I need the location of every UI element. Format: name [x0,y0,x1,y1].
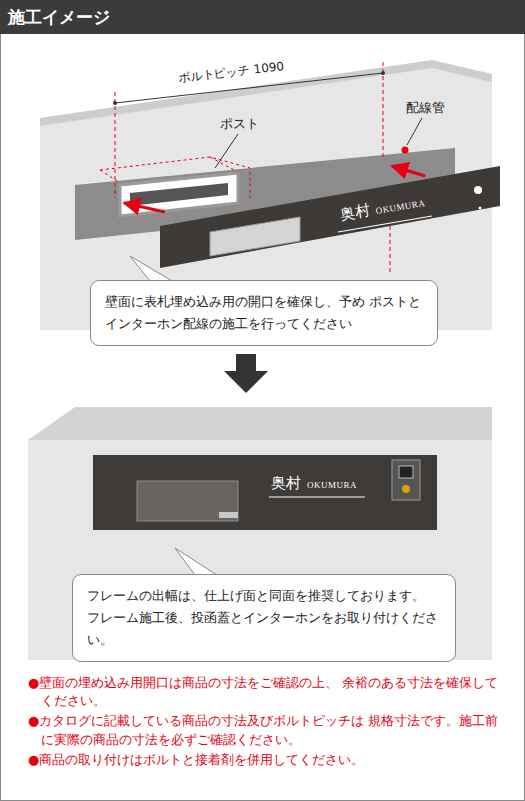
callout-box: フレームの出幅は、仕上げ面と同面を推奨しております。 フレーム施工後、投函蓋とイ… [72,574,456,662]
nameplate-body [93,455,437,530]
dimension-end [381,71,385,75]
mount-arrow [392,166,425,176]
post-lid [137,481,238,521]
post-lid-tab [219,512,238,518]
title-text: 施工イメージ [8,6,517,28]
name-row: 奥村 OKUMURA [271,474,357,493]
bolt-line [383,62,384,160]
dimension-end [113,101,117,105]
mount-arrow [124,203,165,212]
post [120,173,238,216]
leader-line [407,118,422,145]
intercom [392,460,420,500]
note-text: ●商品の取り付けはボルトと接着剤を併用してください。 [28,751,508,769]
title-band: 施工イメージ [0,0,525,34]
post-window [210,217,300,256]
name-underline [269,496,365,497]
callout-text: フレームの出幅は、仕上げ面と同面を推奨しております。 フレーム施工後、投函蓋とイ… [87,585,441,651]
wiring-pipe [402,147,409,154]
callout-tail [175,548,217,575]
post-hidden-outline [100,170,120,183]
name-roman: OKUMURA [307,480,357,490]
part-label: ポスト [220,116,259,133]
nameplate-shape [160,166,500,272]
dimension-label: ボルトピッチ 1090 [177,58,285,87]
step-arrow [224,354,268,393]
callout-text: 壁面に表札埋め込み用の開口を確保し、予め ポストとインターホン配線の施工を行って… [105,291,423,335]
leader-line [215,134,238,168]
nameplate-panel: 奥村 OKUMURA [93,455,437,530]
nameplate-panel: 奥村OKUMURA [160,166,500,272]
nameplate-body [160,166,500,268]
intercom-hole [474,186,482,194]
name-kanji: 奥村 [271,474,301,493]
post-slot [130,183,228,206]
callout-box: 壁面に表札埋め込み用の開口を確保し、予め ポストとインターホン配線の施工を行って… [90,280,438,346]
intercom-button [402,485,410,493]
part-label: 配線管 [406,100,445,117]
wall-top [28,407,492,440]
note-text: ●カタログに記載している商品の寸法及びボルトピッチは 規格寸法です。施工前に実際… [28,712,508,748]
bolt-line [115,92,116,198]
intercom-hole [479,207,482,210]
note-text: ●壁面の埋め込み用開口は商品の寸法をご確認の上、 余裕のある寸法を確保してくださ… [28,674,508,710]
intercom-camera [399,466,413,478]
post-hidden-outline [210,157,238,172]
nameplate-shape [93,455,437,530]
